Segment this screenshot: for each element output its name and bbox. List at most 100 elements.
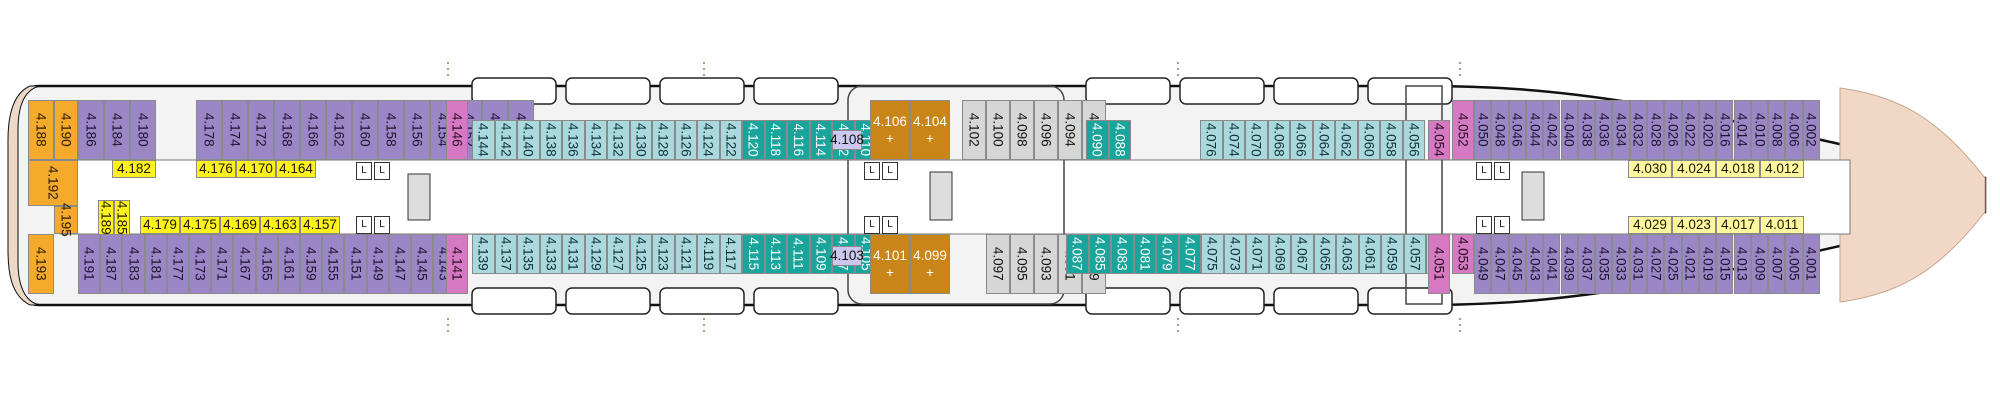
- cabin-4-034[interactable]: 4.034: [1612, 100, 1630, 160]
- cabin-4-141[interactable]: 4.141: [446, 234, 468, 294]
- cabin-4-045[interactable]: 4.045: [1508, 234, 1526, 294]
- cabin-4-001[interactable]: 4.001: [1802, 234, 1820, 294]
- cabin-4-010[interactable]: 4.010: [1750, 100, 1769, 160]
- cabin-4-164[interactable]: 4.164: [276, 160, 316, 178]
- cabin-4-169[interactable]: 4.169: [220, 216, 260, 234]
- cabin-4-013[interactable]: 4.013: [1733, 234, 1751, 294]
- cabin-4-118[interactable]: 4.118: [764, 120, 787, 160]
- cabin-4-038[interactable]: 4.038: [1577, 100, 1596, 160]
- cabin-4-178[interactable]: 4.178: [196, 100, 222, 160]
- cabin-4-155[interactable]: 4.155: [322, 234, 345, 294]
- cabin-4-069[interactable]: 4.069: [1268, 234, 1291, 274]
- cabin-4-085[interactable]: 4.085: [1088, 234, 1111, 274]
- cabin-4-028[interactable]: 4.028: [1647, 100, 1665, 160]
- cabin-4-070[interactable]: 4.070: [1245, 120, 1268, 160]
- cabin-4-159[interactable]: 4.159: [300, 234, 323, 294]
- cabin-4-160[interactable]: 4.160: [352, 100, 378, 160]
- cabin-4-151[interactable]: 4.151: [344, 234, 367, 294]
- cabin-4-119[interactable]: 4.119: [697, 234, 720, 274]
- cabin-4-184[interactable]: 4.184: [104, 100, 130, 160]
- cabin-4-030[interactable]: 4.030: [1628, 160, 1672, 178]
- cabin-4-007[interactable]: 4.007: [1768, 234, 1786, 294]
- cabin-4-120[interactable]: 4.120: [742, 120, 765, 160]
- cabin-4-176[interactable]: 4.176: [196, 160, 236, 178]
- cabin-4-017[interactable]: 4.017: [1716, 216, 1760, 234]
- cabin-4-188[interactable]: 4.188: [28, 100, 54, 160]
- cabin-4-128[interactable]: 4.128: [652, 120, 675, 160]
- cabin-4-090[interactable]: 4.090: [1086, 120, 1109, 160]
- cabin-4-137[interactable]: 4.137: [494, 234, 517, 274]
- cabin-4-035[interactable]: 4.035: [1595, 234, 1613, 294]
- cabin-4-031[interactable]: 4.031: [1629, 234, 1647, 294]
- cabin-4-049[interactable]: 4.049: [1474, 234, 1492, 294]
- cabin-4-005[interactable]: 4.005: [1785, 234, 1803, 294]
- cabin-4-008[interactable]: 4.008: [1768, 100, 1786, 160]
- cabin-4-039[interactable]: 4.039: [1560, 234, 1578, 294]
- cabin-4-186[interactable]: 4.186: [78, 100, 104, 160]
- cabin-4-062[interactable]: 4.062: [1335, 120, 1358, 160]
- cabin-4-097[interactable]: 4.097: [986, 234, 1010, 294]
- cabin-4-025[interactable]: 4.025: [1664, 234, 1682, 294]
- cabin-4-051[interactable]: 4.051: [1428, 234, 1450, 294]
- cabin-4-138[interactable]: 4.138: [539, 120, 562, 160]
- cabin-4-054[interactable]: 4.054: [1428, 120, 1450, 160]
- cabin-4-058[interactable]: 4.058: [1380, 120, 1403, 160]
- cabin-4-124[interactable]: 4.124: [697, 120, 720, 160]
- cabin-4-136[interactable]: 4.136: [562, 120, 585, 160]
- cabin-4-142[interactable]: 4.142: [494, 120, 517, 160]
- cabin-4-081[interactable]: 4.081: [1133, 234, 1156, 274]
- cabin-4-101[interactable]: 4.101+: [870, 234, 910, 294]
- cabin-4-182[interactable]: 4.182: [112, 160, 156, 178]
- cabin-4-168[interactable]: 4.168: [274, 100, 300, 160]
- cabin-4-083[interactable]: 4.083: [1111, 234, 1134, 274]
- cabin-4-113[interactable]: 4.113: [764, 234, 787, 274]
- cabin-4-149[interactable]: 4.149: [366, 234, 389, 294]
- cabin-4-193[interactable]: 4.193: [28, 234, 54, 294]
- cabin-4-104[interactable]: 4.104+: [910, 100, 950, 160]
- cabin-4-066[interactable]: 4.066: [1290, 120, 1313, 160]
- cabin-4-102[interactable]: 4.102: [962, 100, 986, 160]
- cabin-4-140[interactable]: 4.140: [517, 120, 540, 160]
- cabin-4-047[interactable]: 4.047: [1491, 234, 1509, 294]
- cabin-4-121[interactable]: 4.121: [674, 234, 697, 274]
- cabin-4-040[interactable]: 4.040: [1560, 100, 1578, 160]
- cabin-4-098[interactable]: 4.098: [1010, 100, 1034, 160]
- cabin-4-172[interactable]: 4.172: [248, 100, 274, 160]
- cabin-4-132[interactable]: 4.132: [607, 120, 630, 160]
- cabin-4-011[interactable]: 4.011: [1760, 216, 1804, 234]
- cabin-4-074[interactable]: 4.074: [1222, 120, 1245, 160]
- cabin-4-015[interactable]: 4.015: [1716, 234, 1734, 294]
- cabin-4-032[interactable]: 4.032: [1629, 100, 1647, 160]
- cabin-4-106[interactable]: 4.106+: [870, 100, 910, 160]
- cabin-4-139[interactable]: 4.139: [472, 234, 495, 274]
- cabin-4-088[interactable]: 4.088: [1108, 120, 1131, 160]
- cabin-4-073[interactable]: 4.073: [1223, 234, 1246, 274]
- cabin-4-099[interactable]: 4.099+: [910, 234, 950, 294]
- cabin-4-044[interactable]: 4.044: [1525, 100, 1544, 160]
- cabin-4-059[interactable]: 4.059: [1381, 234, 1404, 274]
- cabin-4-158[interactable]: 4.158: [378, 100, 404, 160]
- cabin-4-020[interactable]: 4.020: [1698, 100, 1717, 160]
- cabin-4-048[interactable]: 4.048: [1491, 100, 1509, 160]
- cabin-4-075[interactable]: 4.075: [1201, 234, 1224, 274]
- cabin-4-021[interactable]: 4.021: [1681, 234, 1699, 294]
- cabin-4-046[interactable]: 4.046: [1508, 100, 1526, 160]
- cabin-4-100[interactable]: 4.100: [986, 100, 1010, 160]
- cabin-4-087[interactable]: 4.087: [1066, 234, 1089, 274]
- cabin-4-187[interactable]: 4.187: [100, 234, 123, 294]
- cabin-4-173[interactable]: 4.173: [189, 234, 212, 294]
- cabin-4-183[interactable]: 4.183: [122, 234, 145, 294]
- cabin-4-147[interactable]: 4.147: [388, 234, 411, 294]
- cabin-4-053[interactable]: 4.053: [1452, 234, 1474, 274]
- cabin-4-071[interactable]: 4.071: [1246, 234, 1269, 274]
- cabin-4-134[interactable]: 4.134: [584, 120, 607, 160]
- cabin-4-161[interactable]: 4.161: [277, 234, 300, 294]
- cabin-4-093[interactable]: 4.093: [1034, 234, 1058, 294]
- cabin-4-180[interactable]: 4.180: [130, 100, 156, 160]
- cabin-4-043[interactable]: 4.043: [1525, 234, 1544, 294]
- cabin-4-024[interactable]: 4.024: [1672, 160, 1716, 178]
- cabin-4-191[interactable]: 4.191: [78, 234, 101, 294]
- cabin-4-029[interactable]: 4.029: [1628, 216, 1672, 234]
- cabin-4-171[interactable]: 4.171: [211, 234, 234, 294]
- cabin-4-060[interactable]: 4.060: [1357, 120, 1380, 160]
